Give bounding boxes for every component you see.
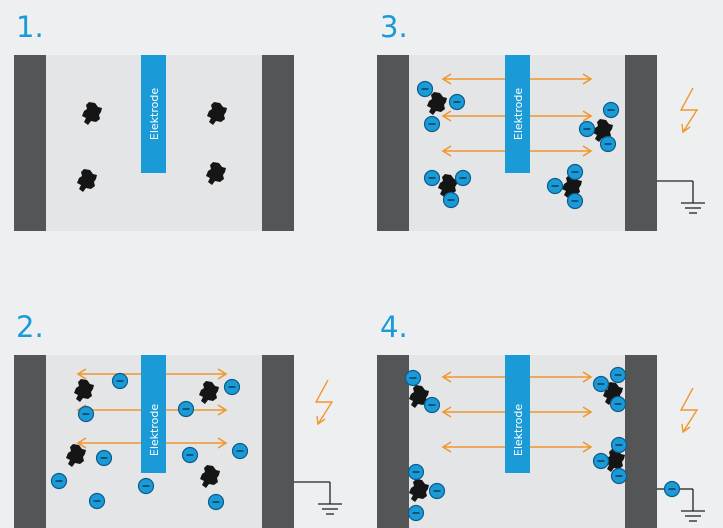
negative-ion-icon bbox=[404, 369, 422, 387]
electrode-label: Elektrode bbox=[512, 88, 525, 140]
lightning-icon bbox=[680, 387, 698, 433]
collector-plate-left bbox=[14, 55, 46, 231]
negative-ion-icon bbox=[602, 101, 620, 119]
lightning-icon bbox=[680, 87, 698, 133]
negative-ion-icon bbox=[407, 463, 425, 481]
negative-ion-icon bbox=[423, 396, 441, 414]
negative-ion-icon bbox=[231, 442, 249, 460]
collector-plate-right bbox=[262, 355, 294, 528]
electrode-label: Elektrode bbox=[512, 404, 525, 456]
negative-ion-icon bbox=[442, 191, 460, 209]
negative-ion-icon bbox=[181, 446, 199, 464]
step-number-1: 1. bbox=[16, 10, 44, 44]
negative-ion-icon bbox=[592, 452, 610, 470]
negative-ion-icon bbox=[599, 135, 617, 153]
negative-ion-icon bbox=[137, 477, 155, 495]
negative-ion-icon bbox=[88, 492, 106, 510]
negative-ion-icon bbox=[95, 449, 113, 467]
ground-icon bbox=[656, 180, 706, 214]
negative-ion-icon bbox=[177, 400, 195, 418]
negative-ion-icon bbox=[609, 395, 627, 413]
step-number-4: 4. bbox=[380, 310, 408, 344]
electrode bbox=[141, 355, 166, 473]
collector-plate-left bbox=[377, 55, 409, 231]
negative-ion-icon bbox=[546, 177, 564, 195]
ground-icon bbox=[293, 481, 343, 515]
electrode-label: Elektrode bbox=[148, 88, 161, 140]
collector-plate-left bbox=[377, 355, 409, 528]
step-number-2: 2. bbox=[16, 310, 44, 344]
negative-ion-icon bbox=[223, 378, 241, 396]
negative-ion-icon bbox=[592, 375, 610, 393]
negative-ion-icon bbox=[454, 169, 472, 187]
electrode-label: Elektrode bbox=[148, 404, 161, 456]
negative-ion-icon bbox=[448, 93, 466, 111]
collector-plate-right bbox=[262, 55, 294, 231]
panel-3: Elektrode bbox=[377, 55, 706, 231]
negative-ion-icon bbox=[423, 169, 441, 187]
collector-plate-left bbox=[14, 355, 46, 528]
negative-ion-icon bbox=[428, 482, 446, 500]
electrode bbox=[505, 355, 530, 473]
lightning-icon bbox=[315, 379, 333, 425]
negative-ion-icon bbox=[77, 405, 95, 423]
negative-ion-icon bbox=[609, 366, 627, 384]
panel-1: Elektrode bbox=[14, 55, 294, 231]
negative-ion-icon bbox=[578, 120, 596, 138]
panel-4: Elektrode bbox=[377, 355, 705, 528]
collector-plate-right bbox=[625, 355, 657, 528]
negative-ion-icon bbox=[610, 467, 628, 485]
negative-ion-icon bbox=[111, 372, 129, 390]
panel-2: Elektrode bbox=[14, 355, 343, 528]
negative-ion-icon bbox=[566, 163, 584, 181]
negative-ion-icon bbox=[416, 80, 434, 98]
electrode bbox=[505, 55, 530, 173]
negative-ion-icon bbox=[50, 472, 68, 490]
negative-ion-icon bbox=[407, 504, 425, 522]
electrode bbox=[141, 55, 166, 173]
negative-ion-icon bbox=[663, 480, 681, 498]
negative-ion-icon bbox=[423, 115, 441, 133]
negative-ion-icon bbox=[610, 436, 628, 454]
step-number-3: 3. bbox=[380, 10, 408, 44]
collector-plate-right bbox=[625, 55, 657, 231]
negative-ion-icon bbox=[566, 192, 584, 210]
negative-ion-icon bbox=[207, 493, 225, 511]
